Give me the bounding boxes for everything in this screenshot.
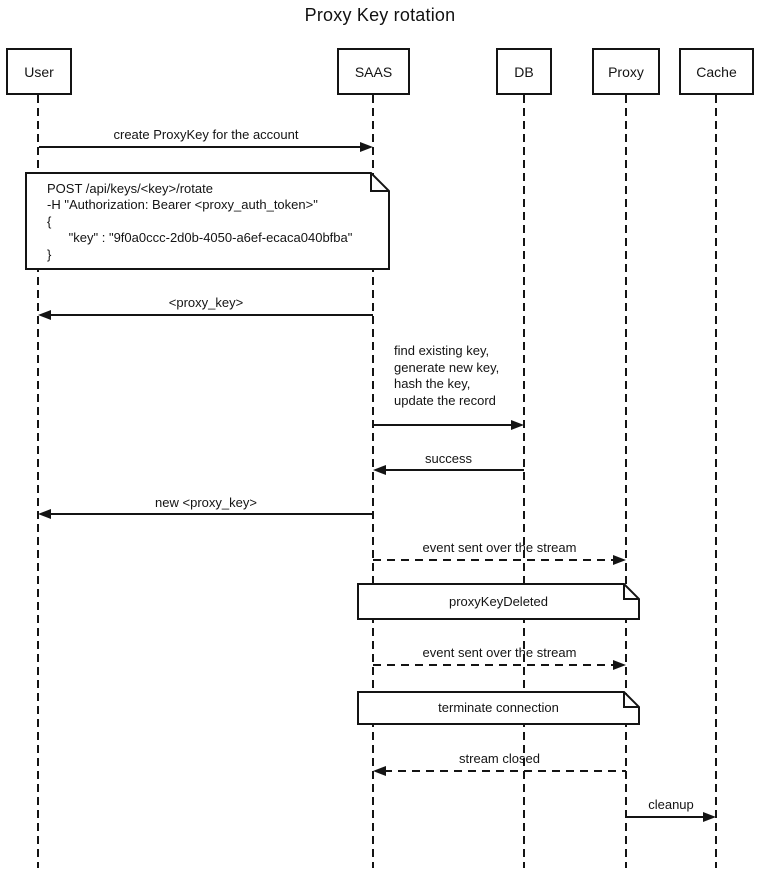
message-new-proxy-key-label: new <proxy_key>	[155, 495, 257, 510]
lifeline-user	[37, 95, 39, 868]
arrowhead-left-icon	[38, 310, 51, 320]
note-shape-icon	[357, 691, 640, 725]
message-cleanup-label: cleanup	[648, 797, 694, 812]
arrowhead-right-icon	[360, 142, 373, 152]
arrowhead-right-icon	[511, 420, 524, 430]
message-event-stream-1-label: event sent over the stream	[422, 540, 577, 555]
message-proxy-key-return-line	[49, 314, 373, 316]
note-rotate-request: POST /api/keys/<key>/rotate -H "Authoriz…	[25, 172, 390, 270]
message-success-label: success	[425, 451, 472, 466]
arrowhead-left-icon	[373, 465, 386, 475]
note-terminate-connection-text: terminate connection	[438, 700, 559, 715]
message-stream-closed-line	[384, 770, 626, 772]
actor-saas: SAAS	[337, 48, 410, 95]
actor-db: DB	[496, 48, 552, 95]
message-event-stream-2-label: event sent over the stream	[422, 645, 577, 660]
arrowhead-right-icon	[703, 812, 716, 822]
actor-proxy-label: Proxy	[608, 63, 644, 80]
actor-user: User	[6, 48, 72, 95]
arrowhead-right-icon	[613, 660, 626, 670]
note-shape-icon	[357, 583, 640, 620]
message-update-record-label: find existing key, generate new key, has…	[394, 343, 500, 408]
message-update-record-line	[373, 424, 512, 426]
arrowhead-right-icon	[613, 555, 626, 565]
note-proxykey-deleted-text: proxyKeyDeleted	[449, 594, 548, 609]
lifeline-proxy	[625, 95, 627, 868]
message-create-proxykey-line	[39, 146, 361, 148]
note-shape-icon	[25, 172, 390, 270]
lifeline-saas	[372, 95, 374, 868]
lifeline-db	[523, 95, 525, 868]
diagram-title: Proxy Key rotation	[304, 5, 456, 25]
actor-cache: Cache	[679, 48, 754, 95]
actor-db-label: DB	[514, 63, 534, 80]
arrowhead-left-icon	[373, 766, 386, 776]
note-terminate-connection: terminate connection	[357, 691, 640, 725]
message-success-line	[384, 469, 524, 471]
message-stream-closed-label: stream closed	[459, 751, 540, 766]
message-create-proxykey-label: create ProxyKey for the account	[113, 127, 299, 142]
actor-user-label: User	[24, 63, 54, 80]
actor-proxy: Proxy	[592, 48, 660, 95]
actor-cache-label: Cache	[696, 63, 737, 80]
arrowhead-left-icon	[38, 509, 51, 519]
message-proxy-key-return-label: <proxy_key>	[168, 295, 244, 310]
message-cleanup-line	[626, 816, 703, 818]
lifeline-cache	[715, 95, 717, 868]
message-event-stream-2-line	[373, 664, 613, 666]
message-event-stream-1-line	[373, 559, 613, 561]
note-proxykey-deleted: proxyKeyDeleted	[357, 583, 640, 620]
message-new-proxy-key-line	[49, 513, 373, 515]
actor-saas-label: SAAS	[354, 63, 393, 80]
note-rotate-request-text: POST /api/keys/<key>/rotate -H "Authoriz…	[47, 181, 353, 262]
